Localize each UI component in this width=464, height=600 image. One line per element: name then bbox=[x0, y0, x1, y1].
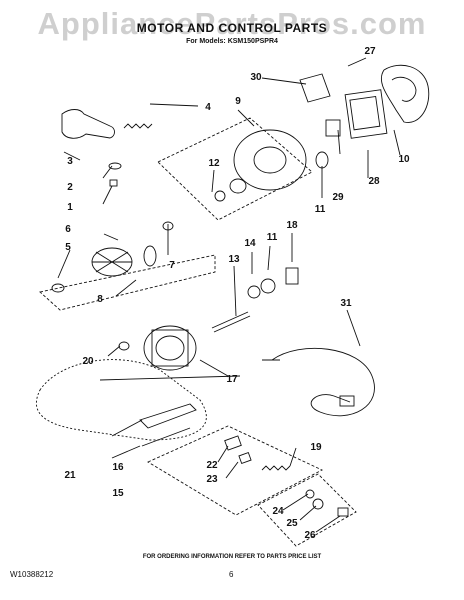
callout-7: 7 bbox=[169, 260, 175, 271]
part-2-clip bbox=[108, 162, 122, 170]
diagram-subtitle: For Models: KSM150PSPR4 bbox=[186, 38, 278, 45]
callout-20: 20 bbox=[82, 356, 94, 367]
part-13-shaft bbox=[211, 311, 249, 329]
callout-15: 15 bbox=[112, 488, 124, 499]
callout-11: 11 bbox=[267, 232, 278, 243]
part-24-washer bbox=[305, 489, 315, 499]
group-box-24-26 bbox=[257, 473, 357, 547]
callout-27: 27 bbox=[364, 46, 376, 57]
callout-30: 30 bbox=[250, 72, 262, 83]
part-4-spring bbox=[123, 123, 153, 129]
part-14-washer bbox=[247, 285, 261, 299]
callout-13: 13 bbox=[228, 254, 240, 265]
part-23-coupler bbox=[238, 451, 252, 465]
part-29-switch bbox=[325, 119, 341, 137]
callout-5: 5 bbox=[65, 242, 71, 253]
part-18-coupling bbox=[285, 267, 299, 285]
group-box-9 bbox=[157, 117, 313, 221]
part-28-control-board bbox=[344, 89, 388, 139]
callout-14: 14 bbox=[244, 238, 256, 249]
callout-1: 1 bbox=[67, 202, 73, 213]
part-30-bracket bbox=[299, 73, 331, 103]
callout-10: 10 bbox=[398, 154, 410, 165]
callout-2: 2 bbox=[67, 182, 73, 193]
part-19-spring bbox=[261, 465, 291, 471]
part-10-gasket bbox=[380, 64, 430, 123]
ordering-note: FOR ORDERING INFORMATION REFER TO PARTS … bbox=[142, 554, 322, 560]
part-22-shaft bbox=[224, 435, 242, 451]
callout-9: 9 bbox=[235, 96, 241, 107]
callout-26: 26 bbox=[304, 530, 316, 541]
part-16-lever bbox=[139, 403, 197, 429]
callout-22: 22 bbox=[206, 460, 218, 471]
group-box-motor bbox=[39, 254, 216, 311]
group-box-21 bbox=[147, 425, 324, 516]
part-15-rod bbox=[141, 427, 191, 447]
callout-29: 29 bbox=[332, 192, 344, 203]
part-3-hinge-bracket bbox=[61, 109, 115, 139]
part-31-power-cord bbox=[271, 347, 375, 417]
callout-3: 3 bbox=[67, 156, 73, 167]
part-5-washer bbox=[51, 283, 65, 293]
callout-23: 23 bbox=[206, 474, 218, 485]
mixer-body-outline bbox=[35, 359, 207, 441]
callout-21: 21 bbox=[64, 470, 76, 481]
callout-labels: 1234567891111121314151617181920212223242… bbox=[64, 46, 410, 541]
diagram-title: MOTOR AND CONTROL PARTS bbox=[136, 21, 328, 35]
part-11-bearing bbox=[260, 278, 276, 294]
callout-11: 11 bbox=[315, 204, 326, 215]
part-20-brush bbox=[118, 341, 130, 351]
callout-19: 19 bbox=[310, 442, 322, 453]
callout-4: 4 bbox=[205, 102, 211, 113]
part-26-knob bbox=[337, 507, 349, 517]
callout-8: 8 bbox=[97, 294, 103, 305]
part-17-field bbox=[143, 325, 197, 371]
part-1-screw bbox=[109, 179, 118, 187]
callout-18: 18 bbox=[286, 220, 298, 231]
callout-24: 24 bbox=[272, 506, 284, 517]
part-9-gear-housing bbox=[233, 129, 307, 191]
page-number: 6 bbox=[229, 570, 234, 579]
part-25-nut bbox=[312, 498, 324, 510]
document-number: W10388212 bbox=[10, 570, 54, 579]
part-7-washer bbox=[162, 221, 174, 231]
watermark: AppliancePartsPros.com bbox=[37, 6, 427, 41]
callout-28: 28 bbox=[368, 176, 380, 187]
callout-25: 25 bbox=[286, 518, 298, 529]
callout-16: 16 bbox=[112, 462, 124, 473]
callout-17: 17 bbox=[226, 374, 238, 385]
callout-6: 6 bbox=[65, 224, 71, 235]
callout-31: 31 bbox=[340, 298, 352, 309]
callout-12: 12 bbox=[208, 158, 220, 169]
